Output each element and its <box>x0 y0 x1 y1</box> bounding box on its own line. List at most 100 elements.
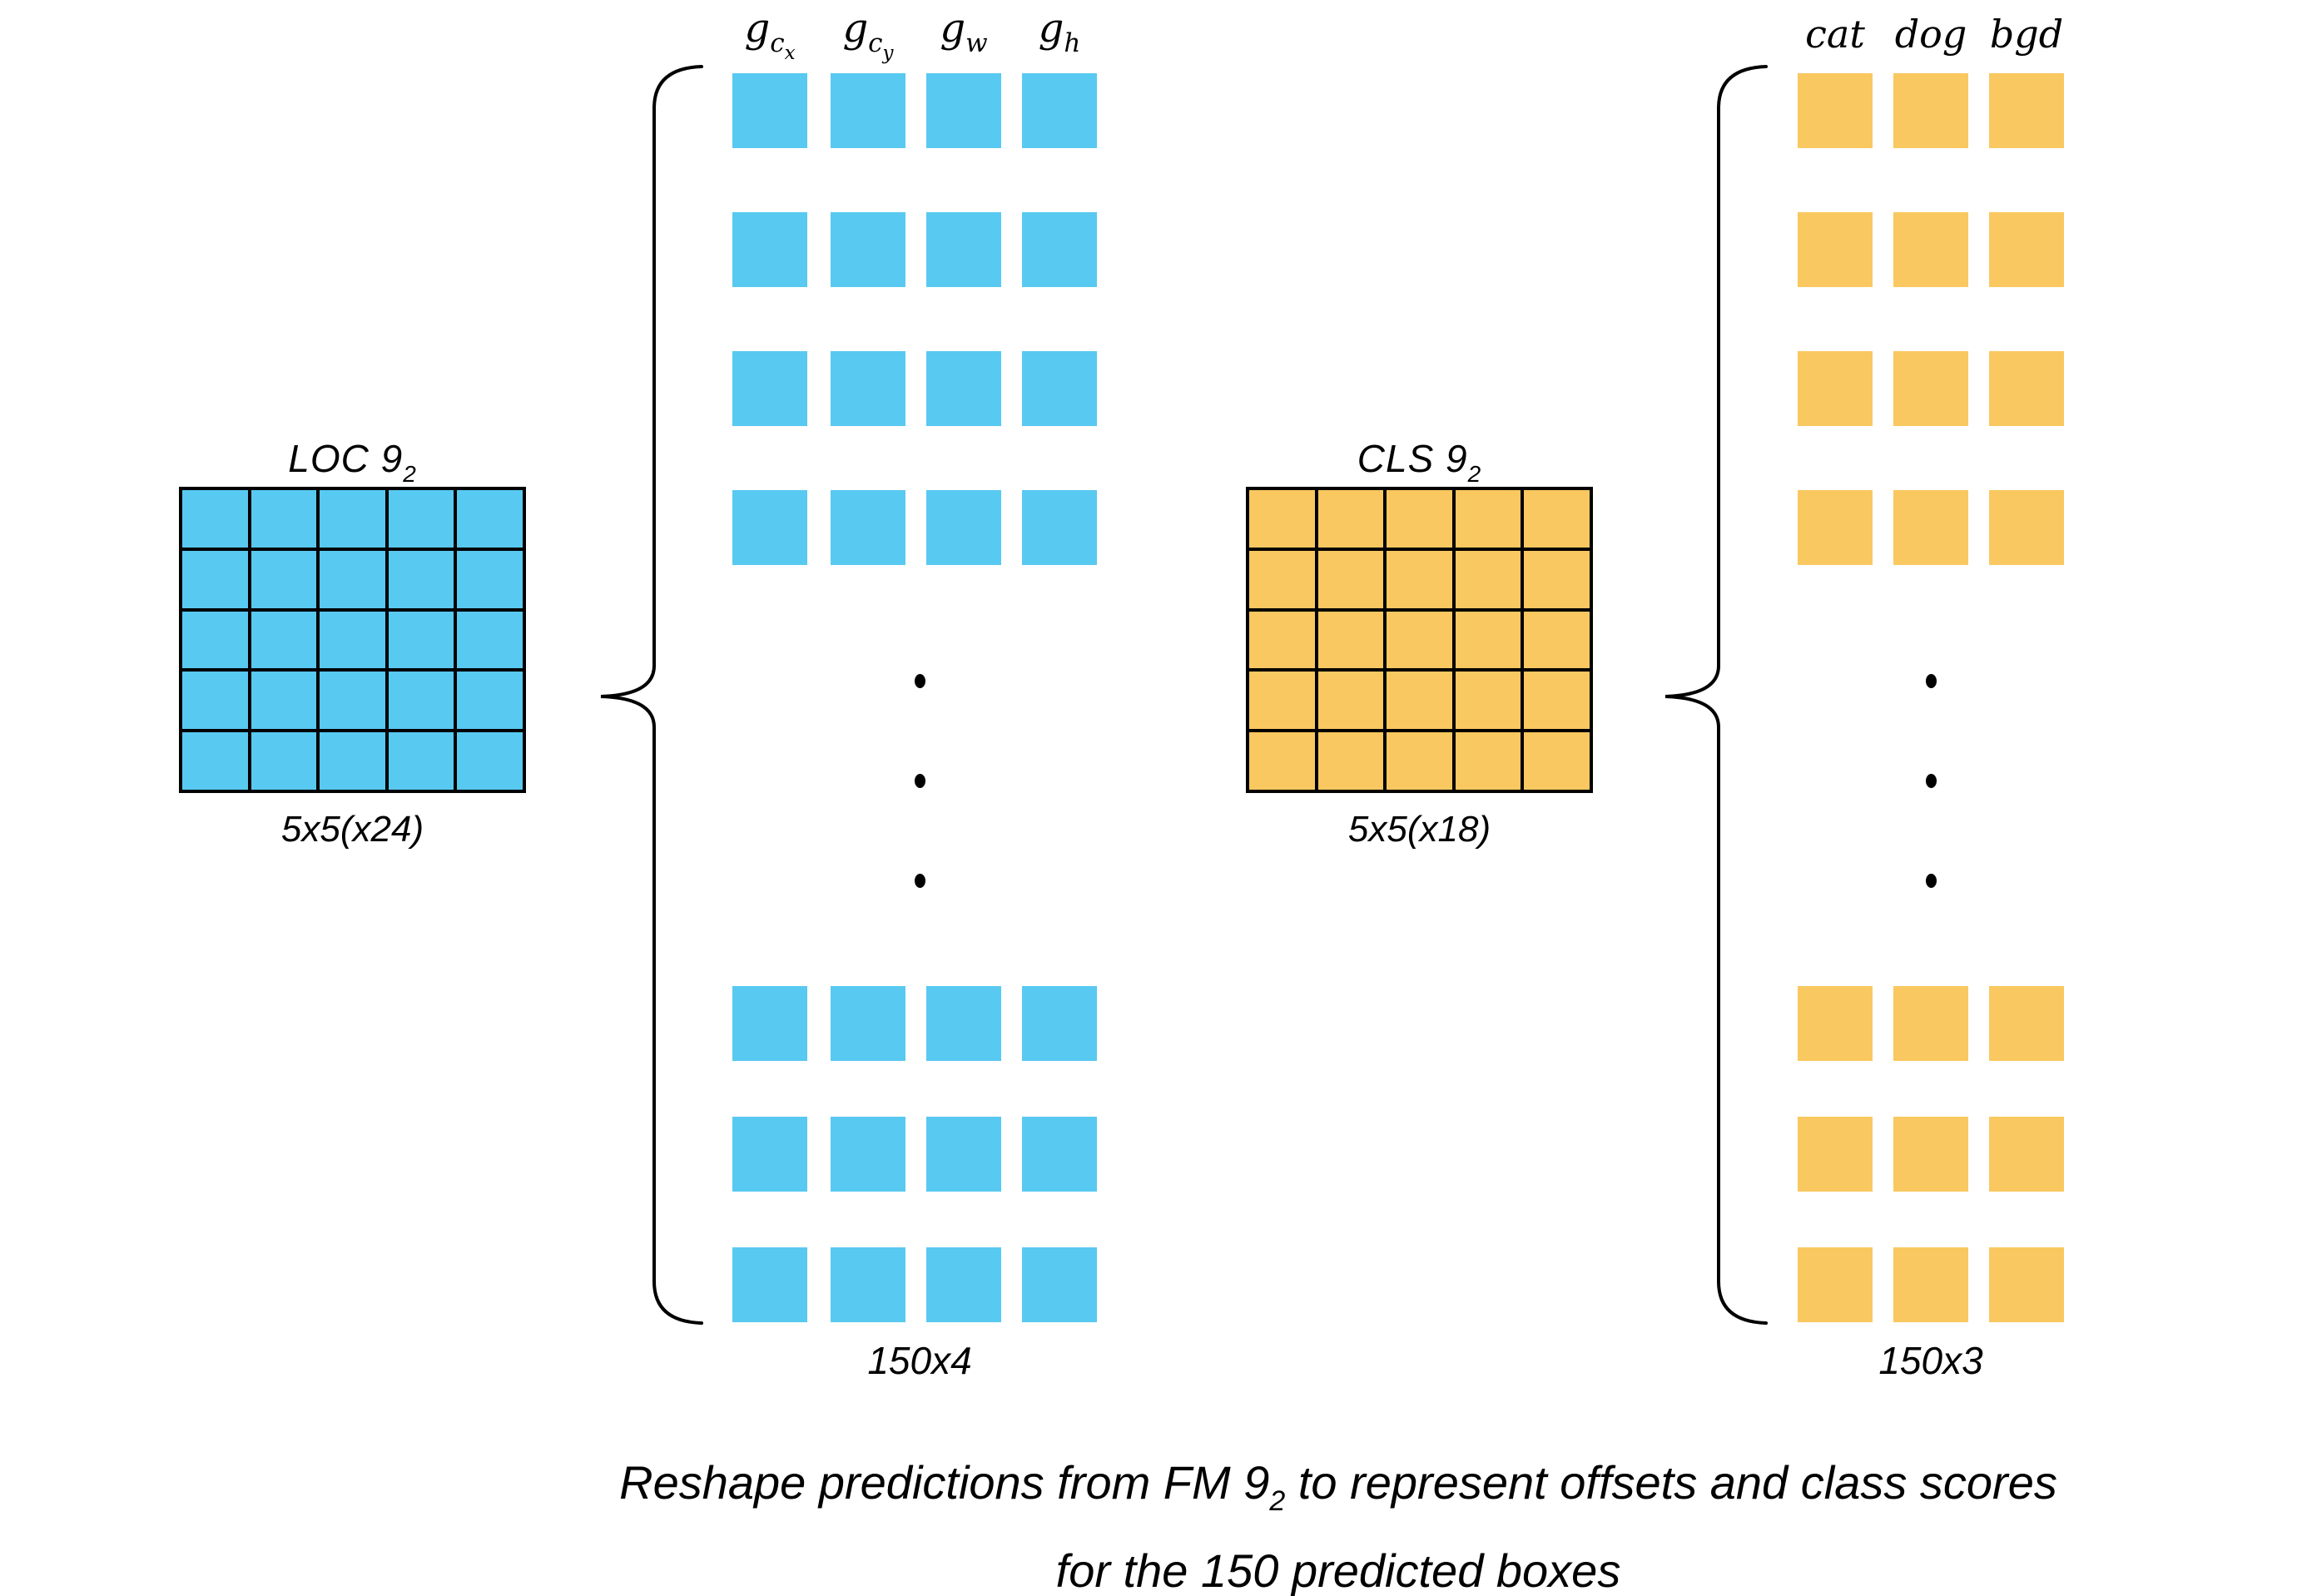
loc-matrix-cell <box>926 986 1001 1061</box>
loc-feature-map-cell <box>251 732 317 790</box>
loc-matrix-cell <box>1022 490 1097 565</box>
offset-header-gcx: gcx <box>732 5 807 64</box>
cls-feature-map-cell <box>1317 672 1384 730</box>
cls-shape-label: 150x3 <box>1878 1339 1983 1382</box>
loc-title: LOC 92 <box>179 436 526 488</box>
cls-matrix-cell <box>1798 73 1873 148</box>
gcy-sub: c <box>868 28 883 58</box>
cls-feature-map-cell <box>1524 732 1590 790</box>
cls-matrix-cell <box>1893 986 1968 1061</box>
cls-feature-map-cell <box>1387 611 1452 669</box>
loc-feature-map-cell <box>182 672 248 730</box>
class-header-cat: cat <box>1805 12 1865 57</box>
cls-feature-map-cell <box>1249 611 1315 669</box>
cls-matrix-cell <box>1893 73 1968 148</box>
caption-line-2: for the 150 predicted boxes <box>1055 1544 1621 1596</box>
cls-matrix-cell <box>1893 490 1968 565</box>
loc-feature-map-cell <box>251 490 317 548</box>
loc-feature-map-cell <box>251 611 317 669</box>
cls-matrix-cell <box>1989 212 2064 287</box>
cls-ellipsis-dot <box>1926 774 1937 788</box>
loc-matrix-cell <box>831 490 905 565</box>
cls-feature-map-cell <box>1249 490 1315 548</box>
cls-matrix-cell <box>1989 73 2064 148</box>
cls-ellipsis-dot <box>1926 874 1937 888</box>
cls-feature-map-cell <box>1455 672 1521 730</box>
loc-feature-map-cell <box>251 672 317 730</box>
cls-title-text: CLS 9 <box>1357 437 1468 480</box>
loc-feature-map-cell <box>182 550 248 608</box>
loc-matrix-cell <box>1022 212 1097 287</box>
loc-matrix-cell <box>831 73 905 148</box>
loc-matrix-cell <box>1022 986 1097 1061</box>
cls-feature-map-grid <box>1246 487 1593 793</box>
cls-feature-map-cell <box>1249 672 1315 730</box>
loc-feature-map-cell <box>388 490 454 548</box>
loc-feature-map-cell <box>388 550 454 608</box>
cls-matrix-cell <box>1798 490 1873 565</box>
gcx-sub: c <box>770 28 785 58</box>
cls-feature-map-cell <box>1317 550 1384 608</box>
cls-matrix-cell <box>1989 1117 2064 1192</box>
cls-matrix-cell <box>1798 212 1873 287</box>
offset-header-gcy: gcy <box>831 5 905 64</box>
loc-ellipsis-dot <box>915 874 925 888</box>
loc-feature-map-cell <box>457 550 523 608</box>
cls-feature-map-cell <box>1455 732 1521 790</box>
cls-feature-map-cell <box>1524 490 1590 548</box>
loc-feature-map-cell <box>320 672 385 730</box>
loc-matrix-cell <box>926 1117 1001 1192</box>
loc-shape-label: 150x4 <box>867 1339 972 1382</box>
offset-header-gw: gw <box>926 5 1001 64</box>
cls-ellipsis-dot <box>1926 674 1937 688</box>
cls-matrix-cell <box>1798 351 1873 426</box>
loc-matrix-cell <box>831 351 905 426</box>
gcx-subsub: x <box>784 42 796 64</box>
cls-feature-map-cell <box>1387 672 1452 730</box>
loc-feature-map-cell <box>320 732 385 790</box>
cls-title-subscript: 2 <box>1467 461 1482 487</box>
loc-feature-map-cell <box>388 732 454 790</box>
loc-matrix-cell <box>732 212 807 287</box>
loc-feature-map-cell <box>457 672 523 730</box>
loc-dims-label: 5x5(x24) <box>280 809 424 850</box>
loc-feature-map-grid <box>179 487 526 793</box>
offset-header-gh: gh <box>1022 5 1097 64</box>
cls-matrix-cell <box>1989 351 2064 426</box>
cls-feature-map-cell <box>1249 550 1315 608</box>
caption-line1-pre: Reshape predictions from FM 9 <box>619 1456 1270 1509</box>
cls-matrix-cell <box>1798 986 1873 1061</box>
cls-reshaped-matrix: cat dog bgd <box>1798 0 2064 1398</box>
loc-matrix-cell <box>831 986 905 1061</box>
cls-feature-map-cell <box>1387 490 1452 548</box>
cls-matrix-cell <box>1989 490 2064 565</box>
loc-matrix-cell <box>732 986 807 1061</box>
loc-matrix-cell <box>831 1247 905 1322</box>
loc-matrix-cell <box>732 351 807 426</box>
caption-line1-post: to represent offsets and class scores <box>1285 1456 2057 1509</box>
gcy-base: g <box>842 5 869 52</box>
loc-feature-map-cell <box>182 490 248 548</box>
loc-feature-map-cell <box>320 490 385 548</box>
gcy-subsub: y <box>882 42 894 64</box>
cls-matrix-cell <box>1893 212 1968 287</box>
loc-matrix-cell <box>926 351 1001 426</box>
loc-feature-map-cell <box>388 611 454 669</box>
gw-base: g <box>940 5 966 52</box>
gw-sub: w <box>965 28 988 58</box>
cls-feature-map-cell <box>1317 490 1384 548</box>
caption-line1-subscript: 2 <box>1269 1485 1286 1517</box>
cls-feature-map-cell <box>1387 550 1452 608</box>
cls-matrix-cell <box>1893 1247 1968 1322</box>
cls-feature-map-cell <box>1524 672 1590 730</box>
loc-matrix-cell <box>732 73 807 148</box>
loc-feature-map-cell <box>320 611 385 669</box>
loc-matrix-cell <box>926 73 1001 148</box>
cls-dims-label: 5x5(x18) <box>1347 809 1491 850</box>
loc-feature-map-cell <box>457 732 523 790</box>
cls-feature-map-cell <box>1317 611 1384 669</box>
loc-feature-map-cell <box>251 550 317 608</box>
cls-feature-map-cell <box>1317 732 1384 790</box>
loc-matrix-cell <box>926 490 1001 565</box>
